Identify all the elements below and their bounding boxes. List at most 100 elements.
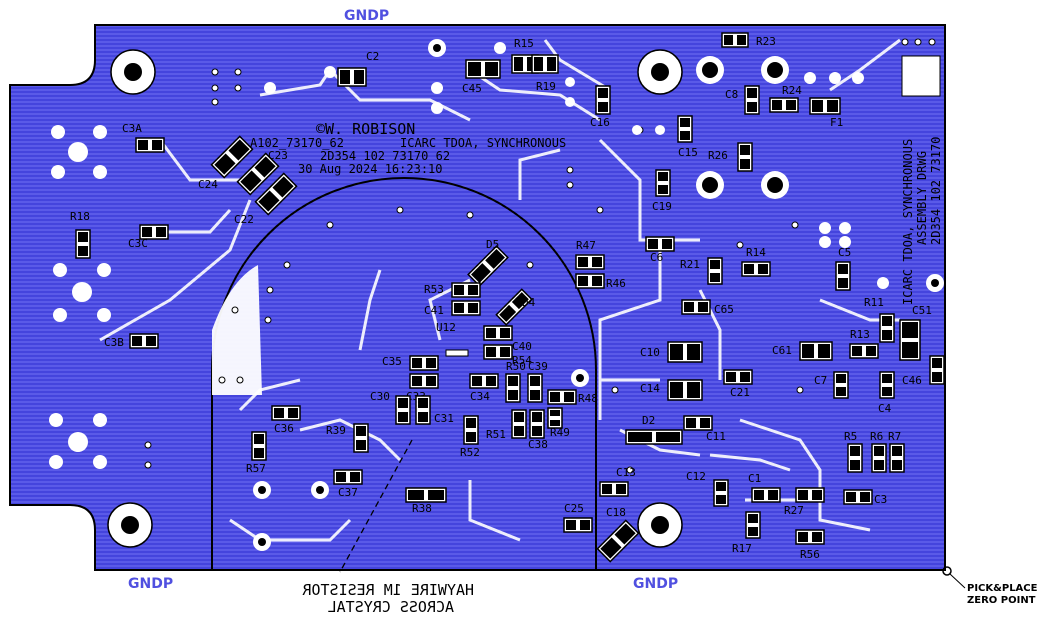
refdes-c8: C8 [725, 88, 738, 101]
refdes-c35: C35 [382, 355, 402, 368]
component-pad [486, 376, 496, 386]
component-pad [471, 263, 491, 283]
refdes-r5: R5 [844, 430, 857, 443]
u12-label: U12 [436, 321, 456, 334]
refdes-c21: C21 [730, 386, 750, 399]
component-pad [698, 302, 708, 312]
component-c22 [254, 172, 298, 216]
refdes-r49: R49 [550, 426, 570, 439]
component-pad [818, 344, 830, 358]
refdes-r11: R11 [864, 296, 884, 309]
component-pad [740, 145, 750, 155]
component-pad [866, 346, 876, 356]
component-pad [486, 328, 496, 338]
refdes-c24: C24 [198, 178, 218, 191]
refdes-r50: R50 [506, 360, 526, 373]
refdes-r39: R39 [326, 424, 346, 437]
refdes-c45: C45 [462, 82, 482, 95]
component-pad [656, 432, 680, 442]
component-c24 [210, 135, 254, 179]
refdes-r14: R14 [746, 246, 766, 259]
component-pad [550, 420, 560, 426]
component-c19 [655, 169, 671, 197]
component-pad [798, 490, 808, 500]
component-pad [747, 102, 757, 112]
component-pad [468, 62, 481, 76]
component-pad [514, 57, 523, 71]
component-pad [850, 446, 860, 456]
component-pad [486, 347, 496, 357]
component-r23 [721, 32, 749, 48]
component-pad [550, 410, 560, 416]
component-r52 [463, 415, 479, 445]
component-pad [860, 492, 870, 502]
component-pad [726, 372, 736, 382]
refdes-c34: C34 [470, 390, 490, 403]
component-d5 [467, 245, 509, 287]
component-r11 [879, 313, 895, 343]
title-block-box [901, 55, 941, 97]
component-pad [500, 347, 510, 357]
refdes-r21: R21 [680, 258, 700, 271]
refdes-c5: C5 [838, 246, 851, 259]
component-r18 [75, 229, 91, 259]
timestamp-text: 30 Aug 2024 16:23:10 [298, 162, 443, 176]
component-pad [592, 276, 602, 286]
component-pad [680, 118, 690, 127]
component-pad [418, 412, 428, 422]
component-pad [614, 523, 636, 545]
component-pad [680, 131, 690, 140]
refdes-r18: R18 [70, 210, 90, 223]
refdes-r54: R54 [512, 354, 532, 367]
component-pad [412, 376, 422, 386]
refdes-c1: C1 [748, 472, 761, 485]
component-d4 [495, 288, 533, 326]
refdes-c3c: C3C [128, 237, 148, 250]
right-title-line1: ICARC TDOA, SYNCHRONOUS [901, 139, 915, 305]
component-pad [598, 102, 608, 112]
component-pad [812, 490, 822, 500]
refdes-c4: C4 [878, 402, 892, 415]
component-pad [454, 285, 464, 295]
component-pad [902, 322, 918, 338]
refdes-d4: D4 [522, 296, 536, 309]
component-c23 [236, 152, 280, 196]
component-pad [812, 532, 822, 542]
refdes-c46: C46 [902, 374, 922, 387]
component-pad [228, 139, 250, 161]
component-pad [258, 190, 280, 212]
refdes-r53: R53 [424, 283, 444, 296]
component-pad [485, 62, 498, 76]
thru-pads [264, 42, 889, 289]
component-pad [716, 482, 726, 491]
component-pad [146, 336, 156, 346]
refdes-c61: C61 [772, 344, 792, 357]
component-pad [932, 358, 942, 368]
component-pad [686, 418, 696, 428]
refdes-r46: R46 [606, 277, 626, 290]
pick-place-leader [949, 573, 966, 589]
refdes-r13: R13 [850, 328, 870, 341]
component-pad [812, 100, 823, 112]
refdes-d5: D5 [486, 238, 499, 251]
refdes-c3a: C3A [122, 122, 142, 135]
component-c51 [899, 319, 921, 361]
component-pad [340, 70, 350, 84]
refdes-r52: R52 [460, 446, 480, 459]
component-c35 [409, 355, 439, 371]
component-c2 [337, 67, 367, 87]
component-pad [902, 342, 918, 358]
refdes-c25: C25 [564, 502, 584, 515]
component-pad [530, 390, 540, 400]
refdes-d2: D2 [642, 414, 655, 427]
component-pad [356, 440, 366, 450]
component-pad [468, 303, 478, 313]
component-pad [564, 392, 574, 402]
component-r54 [483, 344, 513, 360]
refdes-c18: C18 [606, 506, 626, 519]
refdes-c7: C7 [814, 374, 827, 387]
gndp-label-top: GNDP [344, 8, 389, 24]
component-pad [578, 276, 588, 286]
component-pad [710, 260, 720, 269]
